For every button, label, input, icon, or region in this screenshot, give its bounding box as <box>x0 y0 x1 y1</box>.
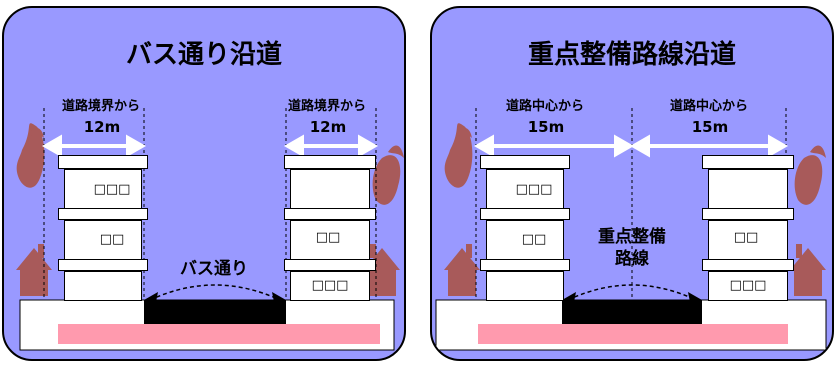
building-use-label: □□ <box>99 232 125 247</box>
house-icon <box>16 244 52 296</box>
house-icon <box>364 244 400 296</box>
road <box>144 300 286 324</box>
left-distance-label: 道路中心から <box>505 99 584 114</box>
panel-title: 重点整備路線沿道 <box>527 40 736 70</box>
building-use-label: □□ <box>521 232 547 247</box>
fire-icon <box>444 123 473 188</box>
building-floor <box>290 169 370 209</box>
right-distance-label: 道路中心から <box>669 99 748 114</box>
building-use-label: □□□ <box>515 182 553 197</box>
building-slab <box>702 208 794 220</box>
building-roof-slab <box>480 155 570 169</box>
building-floor <box>708 169 788 209</box>
building-use-label: □□ <box>315 230 341 245</box>
building-use-label: □□□ <box>93 182 131 197</box>
road-label: バス通り <box>180 259 248 279</box>
building-roof-slab <box>58 155 148 169</box>
building-floor <box>486 220 564 260</box>
building-floor <box>708 271 788 301</box>
fire-icon <box>794 145 826 205</box>
building-floor <box>290 271 370 301</box>
panel-drawing <box>435 108 827 351</box>
building-roof-slab <box>702 155 794 169</box>
building-slab <box>58 259 148 271</box>
building-use-label: □□□ <box>729 278 767 293</box>
building-floor <box>486 169 564 209</box>
building-slab <box>58 208 148 220</box>
road <box>562 300 702 324</box>
left-distance-label: 道路境界から <box>61 99 140 114</box>
road-label: 重点整備 路線 <box>598 227 666 269</box>
panel-drawing <box>16 108 404 351</box>
right-distance-label: 道路境界から <box>287 99 366 114</box>
building-floor <box>486 271 564 301</box>
panel-title: バス通り沿道 <box>125 40 282 70</box>
building-slab <box>284 259 376 271</box>
house-icon <box>444 244 480 296</box>
building-floor <box>708 220 788 260</box>
building-use-label: □□ <box>733 230 759 245</box>
right-distance-value: 15m <box>691 118 729 136</box>
panel-priority-route: 重点整備路線沿道 道路中心から 15m 道路中心から 15m <box>430 6 834 361</box>
house-icon <box>790 244 826 296</box>
building-slab <box>702 259 794 271</box>
building-floor <box>290 220 370 260</box>
building-slab <box>284 208 376 220</box>
panel-bus-street: バス通り沿道 道路境界から 12m 道路境界から 12m <box>2 6 406 361</box>
left-distance-value: 12m <box>83 118 121 136</box>
building-slab <box>480 259 570 271</box>
right-distance-value: 12m <box>309 118 347 136</box>
fire-icon <box>16 123 45 188</box>
building-slab <box>480 208 570 220</box>
building-floor <box>64 271 142 301</box>
building-roof-slab <box>284 155 376 169</box>
building-use-label: □□□ <box>311 278 349 293</box>
fire-icon <box>372 145 404 205</box>
left-distance-value: 15m <box>527 118 565 136</box>
